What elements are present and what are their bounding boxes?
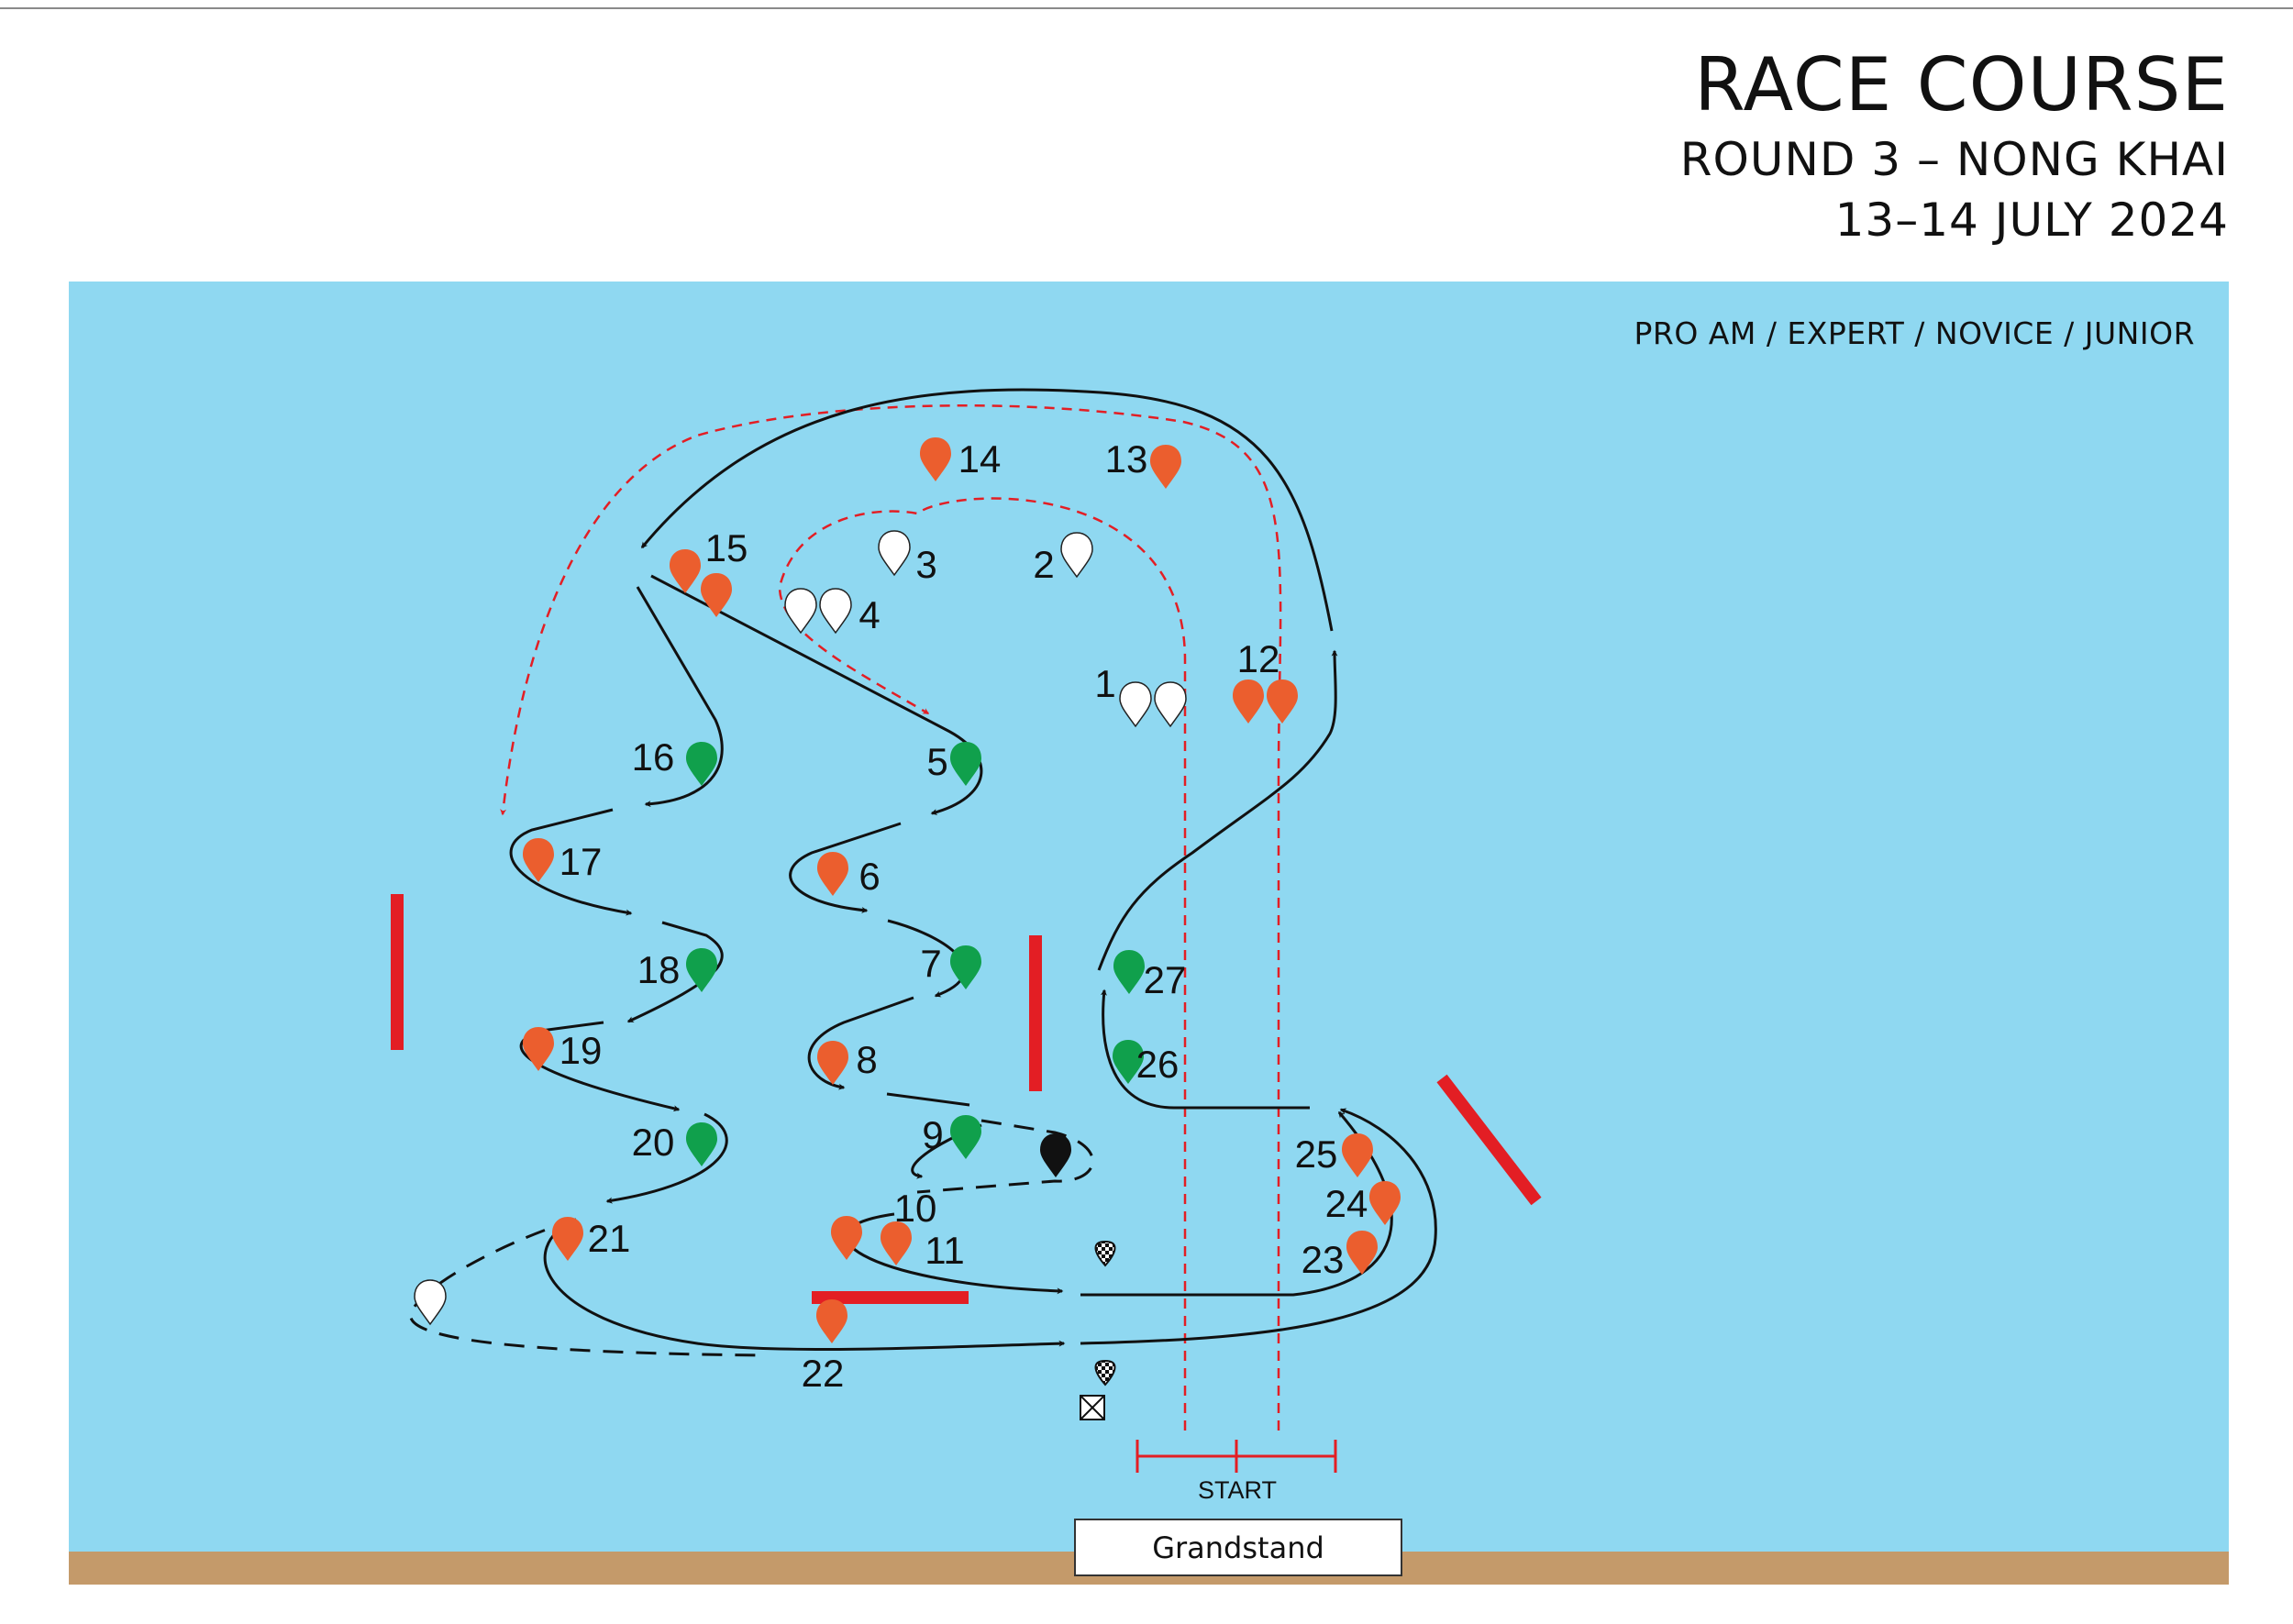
buoy-number-21: 21 [588,1217,631,1260]
route-penalty-left [409,1218,762,1357]
buoy-marker-icon [817,852,848,896]
buoy-number-4: 4 [858,593,880,636]
buoy-marker-icon [831,1216,862,1260]
page-title: RACE COURSE [1694,42,2229,127]
buoy-number-13: 13 [1105,437,1148,481]
buoy-number-8: 8 [856,1038,877,1081]
buoy-marker-icon [878,530,911,577]
buoy-number-7: 7 [920,942,941,985]
buoy-marker-icon [819,588,852,635]
buoy-number-1: 1 [1094,662,1115,705]
route-red-1 [778,497,1187,1431]
route-segment [509,808,633,916]
buoy-number-23: 23 [1302,1238,1345,1281]
buoy-number-26: 26 [1136,1043,1180,1086]
buoy-number-14: 14 [958,437,1002,481]
buoy-number-16: 16 [632,735,675,779]
route-segment [1100,989,1310,1110]
route-red-2 [500,403,1282,1431]
buoy-marker-icon [1342,1133,1373,1177]
buoy-number-19: 19 [559,1029,603,1072]
buoy-marker-icon [950,1115,981,1159]
buoy-marker-icon [920,437,951,481]
buoy-marker-icon [686,1122,717,1166]
top-rule [0,7,2293,9]
red-dashed-route [500,403,1282,1431]
start-line [1135,1440,1337,1473]
route-segment [886,1092,970,1107]
black-route [509,388,1437,1352]
buoy-number-5: 5 [926,740,947,783]
buoy-marker-icon [1369,1181,1401,1225]
buoy-number-10: 10 [894,1187,937,1230]
course-header: RACE COURSE ROUND 3 – NONG KHAI 13–14 JU… [1680,41,2229,250]
route-segment [845,1212,1064,1295]
buoy-marker-icon [1119,681,1152,728]
route-penalty-right [916,1119,1094,1194]
event-dates: 13–14 JULY 2024 [1834,193,2229,247]
route-segment [605,1112,728,1204]
buoy-marker-icon [950,945,981,989]
checkered-flag-icon [1094,1240,1116,1267]
buoy-number-9: 9 [922,1113,943,1156]
buoy-number-25: 25 [1295,1132,1338,1176]
route-segment [789,822,902,913]
buoy-marker-icon [881,1221,912,1265]
buoy-marker-icon [1113,950,1145,994]
checkered-flag-icon [1094,1359,1116,1386]
grandstand-label: Grandstand [1152,1530,1324,1565]
buoy-number-15: 15 [705,526,748,569]
buoy-marker-icon [686,948,717,992]
buoy-marker-icon [686,742,717,786]
buoy-number-2: 2 [1033,543,1054,586]
route-segment [650,574,983,815]
buoy-marker-icon [670,549,701,593]
buoy-marker-icon [950,742,981,786]
buoy-marker-icon [1154,681,1187,728]
buoy-marker-icon [1150,445,1181,489]
buoy-marker-icon [552,1217,583,1261]
round-subtitle: ROUND 3 – NONG KHAI [1679,133,2229,186]
buoy-number-24: 24 [1325,1182,1368,1225]
buoy-marker-icon [523,838,554,882]
buoy-number-20: 20 [632,1121,675,1164]
buoy-marker-icon [414,1279,447,1326]
buoy-number-6: 6 [858,855,880,898]
buoy-marker-icon [523,1027,554,1071]
buoy-number-3: 3 [915,543,936,586]
buoy-marker-icon [817,1041,848,1085]
buoy-marker-icon [1060,532,1093,579]
buoy-number-12: 12 [1237,637,1280,680]
buoy-number-22: 22 [802,1352,845,1395]
buoy-number-18: 18 [637,948,681,991]
barriers [391,894,1542,1304]
route-segment [1080,1108,1437,1345]
buoy-number-17: 17 [559,840,603,883]
buoy-marker-icon [1113,1040,1144,1084]
barrier [1436,1074,1542,1206]
buoy-marker-icon [1267,679,1298,724]
categories-label: PRO AM / EXPERT / NOVICE / JUNIOR [1634,315,2195,351]
route-lap-arrow [640,388,1334,632]
start-label: START [1198,1476,1277,1504]
buoy-marker-icon [816,1299,847,1343]
buoy-marker-icon [1233,679,1264,724]
route-segment [543,1218,1066,1352]
route-segment [1097,649,1338,971]
route-segment [807,996,914,1090]
buoy-number-27: 27 [1144,958,1187,1001]
black-dashed-route [409,1119,1094,1357]
route-segment [636,586,724,808]
buoy-number-11: 11 [925,1229,965,1272]
buoy-marker-icon [1040,1133,1071,1177]
marshal-box-icon [1080,1395,1105,1420]
buoy-marker-icon [701,573,732,617]
buoys [414,437,1401,1343]
grandstand-box [1074,1519,1402,1576]
buoy-number-labels: 1234567891011121314151617181920212223242… [559,437,1368,1395]
buoy-marker-icon [784,588,817,635]
buoy-marker-icon [1346,1231,1378,1275]
